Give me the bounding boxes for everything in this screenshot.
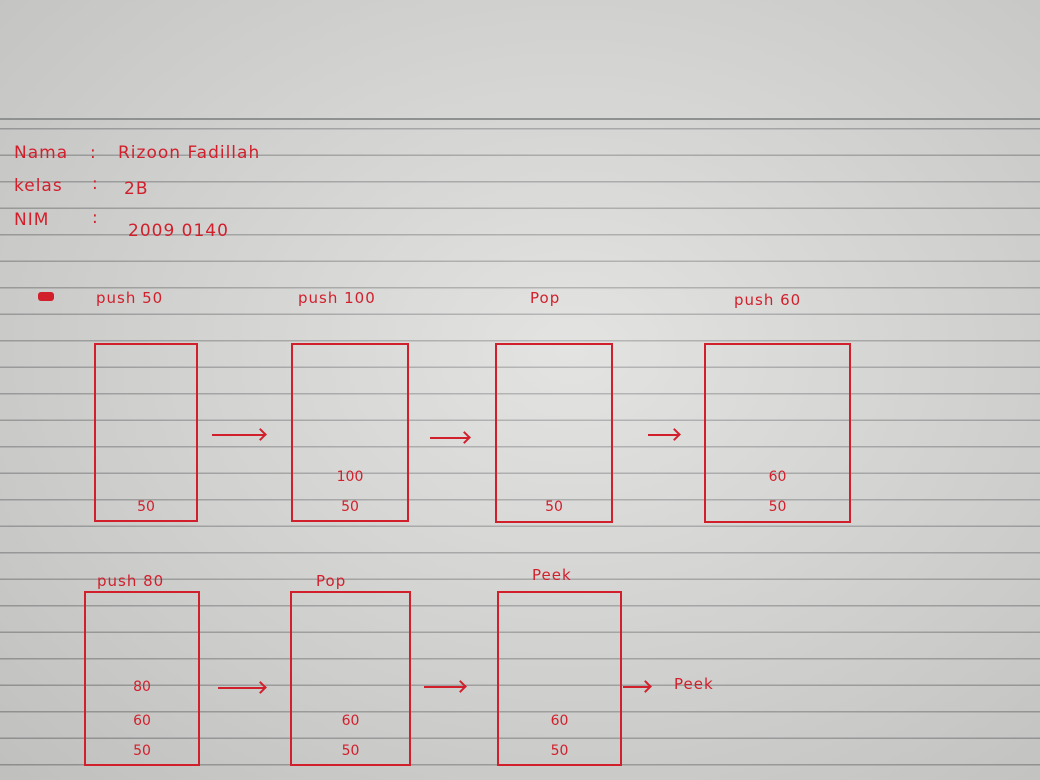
stack-box: 60 50 <box>497 591 622 766</box>
stack-value: 50 <box>341 743 360 759</box>
stack-value: 50 <box>550 743 569 759</box>
step-label: Pop <box>530 289 561 307</box>
kelas-value: 2B <box>124 179 149 199</box>
stack-value: 80 <box>133 679 151 695</box>
stack-value: 60 <box>550 713 569 729</box>
stack-box: 60 50 <box>290 591 411 766</box>
nim-separator: : <box>92 208 99 228</box>
stack-value: 100 <box>336 469 364 485</box>
stack-value: 50 <box>545 499 563 515</box>
kelas-label: kelas <box>14 176 63 196</box>
step-label: push 50 <box>96 289 164 307</box>
kelas-separator: : <box>92 174 99 194</box>
arrow-right-icon <box>218 687 264 689</box>
stack-value: 50 <box>341 499 359 515</box>
arrow-right-icon <box>212 434 264 436</box>
nama-separator: : <box>90 143 97 163</box>
nama-label: Nama <box>14 143 69 163</box>
stack-value: 60 <box>768 469 787 485</box>
nim-label: NIM <box>14 210 50 230</box>
top-rule <box>0 118 1040 120</box>
step-label: Pop <box>316 572 347 590</box>
step-label: push 60 <box>734 291 802 309</box>
step-label: Peek <box>532 566 572 584</box>
nama-value: Rizoon Fadillah <box>118 143 261 163</box>
stack-value: 60 <box>133 713 151 729</box>
stack-box: 100 50 <box>291 343 409 522</box>
stack-value: 50 <box>768 499 787 515</box>
stack-box: 60 50 <box>704 343 851 523</box>
stack-box: 50 <box>495 343 613 523</box>
stack-value: 50 <box>137 499 155 515</box>
nim-value: 2009 0140 <box>128 221 229 241</box>
stack-value: 50 <box>133 743 151 759</box>
scribble-mark <box>38 292 54 301</box>
stack-value: 60 <box>341 713 360 729</box>
step-label: push 80 <box>97 572 165 590</box>
arrow-right-icon <box>430 437 468 439</box>
arrow-right-icon <box>424 686 464 688</box>
step-label: push 100 <box>298 289 376 307</box>
arrow-right-icon <box>623 686 649 688</box>
peek-result: Peek <box>674 675 714 693</box>
arrow-right-icon <box>648 434 678 436</box>
stack-box: 50 <box>94 343 198 522</box>
stack-box: 80 60 50 <box>84 591 200 766</box>
